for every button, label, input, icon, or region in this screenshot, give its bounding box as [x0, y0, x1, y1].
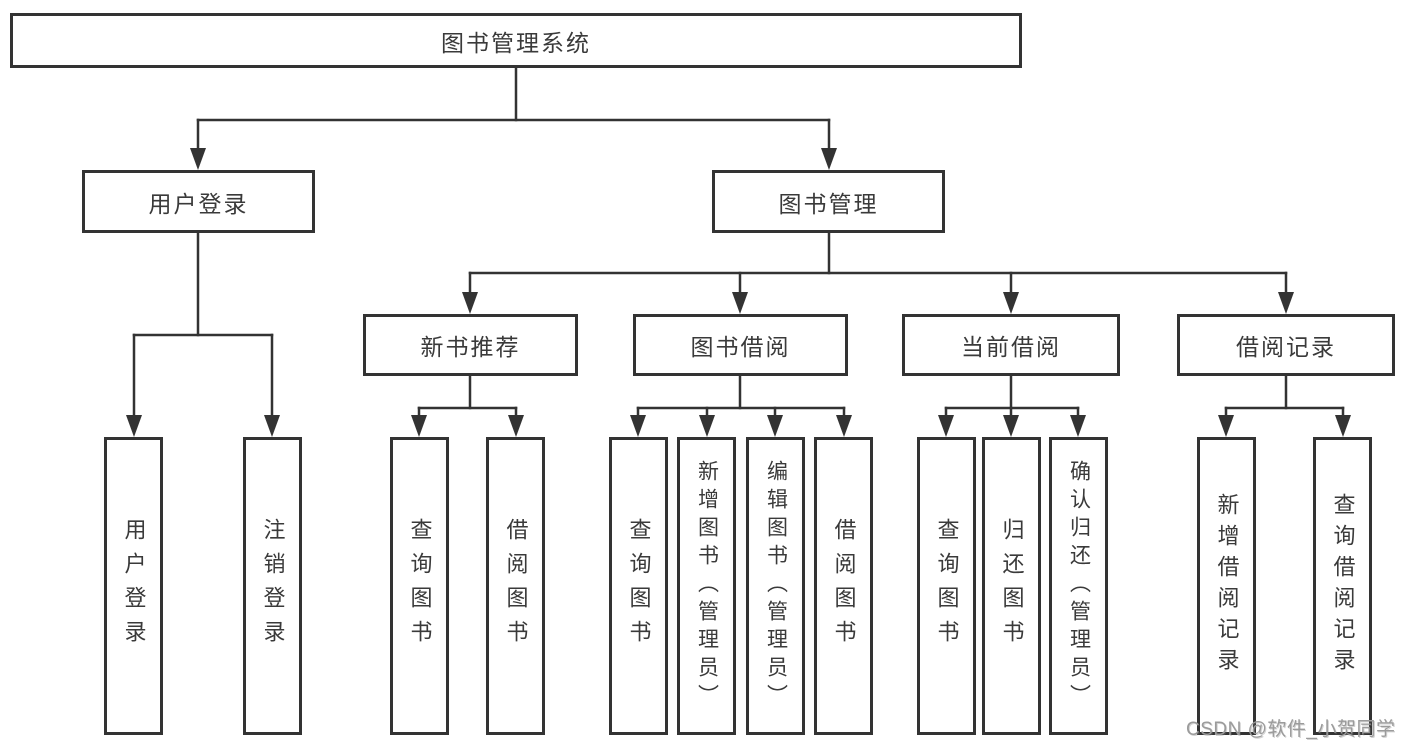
arrowhead	[1003, 415, 1019, 437]
leaf-query-borrowing-record: 查询借阅记录	[1313, 437, 1372, 735]
node-new-book-recommendation: 新书推荐	[363, 314, 578, 376]
leaf-user-login: 用户登录	[104, 437, 163, 735]
arrowhead	[767, 415, 783, 437]
arrowhead	[508, 415, 524, 437]
leaf-label: 注销登录	[260, 518, 286, 654]
leaf-label: 查询图书	[626, 518, 652, 654]
arrowhead	[630, 415, 646, 437]
arrowhead	[126, 415, 142, 437]
leaf-label: 查询借阅记录	[1330, 493, 1356, 679]
arrowhead	[462, 292, 478, 314]
arrowhead	[1278, 292, 1294, 314]
arrowhead	[190, 148, 206, 170]
leaf-label: 借阅图书	[831, 518, 857, 654]
leaf-label: 查询图书	[934, 518, 960, 654]
leaf-label: 用户登录	[121, 518, 147, 654]
arrowhead	[699, 415, 715, 437]
arrowheads	[126, 148, 1351, 437]
leaf-label: 新增图书（管理员）	[695, 460, 719, 712]
node-book-borrowing: 图书借阅	[633, 314, 848, 376]
leaf-logout: 注销登录	[243, 437, 302, 735]
leaf-confirm-return-admin: 确认归还（管理员）	[1049, 437, 1108, 735]
arrowhead	[732, 292, 748, 314]
node-user-login: 用户登录	[82, 170, 315, 233]
arrowhead	[1003, 292, 1019, 314]
leaf-add-book-admin: 新增图书（管理员）	[677, 437, 736, 735]
leaf-borrow-books-recommend: 借阅图书	[486, 437, 545, 735]
arrowhead	[264, 415, 280, 437]
arrowhead	[938, 415, 954, 437]
leaf-borrow-books: 借阅图书	[814, 437, 873, 735]
leaf-label: 归还图书	[999, 518, 1025, 654]
leaf-add-borrowing-record: 新增借阅记录	[1197, 437, 1256, 735]
arrowhead	[821, 148, 837, 170]
leaf-return-books: 归还图书	[982, 437, 1041, 735]
arrowhead	[1335, 415, 1351, 437]
leaf-query-books-current: 查询图书	[917, 437, 976, 735]
leaf-label: 借阅图书	[503, 518, 529, 654]
leaf-edit-book-admin: 编辑图书（管理员）	[746, 437, 805, 735]
leaf-label: 新增借阅记录	[1214, 493, 1240, 679]
node-borrowing-records: 借阅记录	[1177, 314, 1395, 376]
leaf-label: 确认归还（管理员）	[1067, 460, 1091, 712]
arrowhead	[836, 415, 852, 437]
leaf-query-books-borrow: 查询图书	[609, 437, 668, 735]
arrowhead	[411, 415, 427, 437]
node-book-management: 图书管理	[712, 170, 945, 233]
node-current-borrowing: 当前借阅	[902, 314, 1120, 376]
arrowhead	[1070, 415, 1086, 437]
arrowhead	[1218, 415, 1234, 437]
leaf-label: 查询图书	[407, 518, 433, 654]
leaf-label: 编辑图书（管理员）	[764, 460, 788, 712]
leaf-query-books-recommend: 查询图书	[390, 437, 449, 735]
csdn-watermark: CSDN @软件_小贺同学	[1186, 719, 1396, 740]
node-library-management-system: 图书管理系统	[10, 13, 1022, 68]
